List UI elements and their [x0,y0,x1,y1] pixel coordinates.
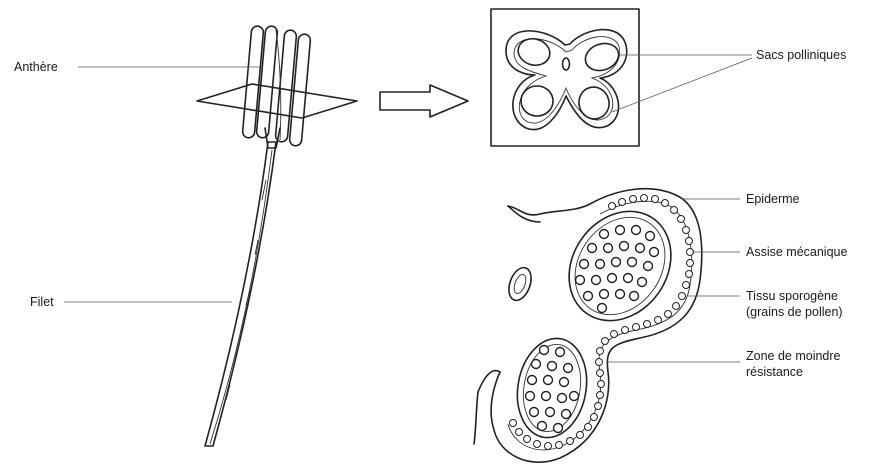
label-zone-line2: résistance [746,364,841,380]
label-filet: Filet [30,294,54,310]
label-anthere: Anthère [14,59,58,75]
pollen-sac [582,39,623,75]
filament [205,142,276,446]
label-tissu-sporogene-line2: (grains de pollen) [746,304,843,320]
pollen-sac [515,35,553,68]
label-sacs-polliniques: Sacs polliniques [756,47,846,63]
anther-detail [474,189,702,463]
arrow [380,85,468,117]
pollen-sac-lower [510,333,594,443]
sacs-leader-2 [612,58,752,112]
stamen [197,26,357,446]
pollen-sac [521,86,553,116]
anther [242,26,311,147]
vascular-bundle [505,265,535,304]
label-zone-line1: Zone de moindre [746,348,841,364]
label-tissu-sporogene-line1: Tissu sporogène [746,288,843,304]
label-tissu-sporogene: Tissu sporogène (grains de pollen) [746,288,843,320]
label-epiderme: Epiderme [746,191,800,207]
label-assise-mecanique: Assise mécanique [746,244,847,260]
label-zone-moindre-resistance: Zone de moindre résistance [746,348,841,380]
cross-section-box [491,9,639,146]
